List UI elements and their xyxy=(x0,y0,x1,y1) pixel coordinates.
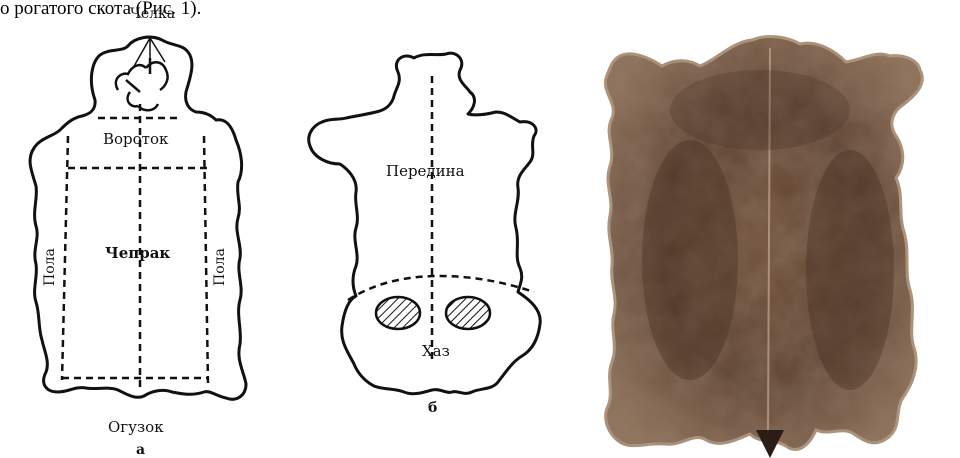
label-peredina: Передина xyxy=(386,162,465,180)
label-pola-right: Пола xyxy=(212,248,228,286)
label-chaprak: Чепрак xyxy=(105,244,170,262)
label-oguzok: Огузок xyxy=(108,418,164,436)
label-chelka: Челка xyxy=(130,6,175,22)
hide-photo xyxy=(605,37,922,458)
diagram-a: Челка Вороток Чепрак Пола Пола Огузок а xyxy=(30,6,246,458)
sublabel-b: б xyxy=(428,400,437,416)
sublabel-a: а xyxy=(136,442,145,458)
label-pola-left: Пола xyxy=(42,248,58,286)
label-vorotok: Вороток xyxy=(103,130,169,148)
hide-shade-right xyxy=(806,150,894,390)
diagram-b: Передина Хаз б xyxy=(309,53,540,416)
hatched-oval-left xyxy=(376,297,420,329)
khaz-dash xyxy=(348,276,534,300)
pola-right-dash xyxy=(204,136,208,384)
chelka-lines xyxy=(116,58,168,110)
pola-left-dash xyxy=(62,136,68,380)
hide-shade-left xyxy=(642,140,738,380)
hide-shade-top xyxy=(670,70,850,150)
hatched-oval-right xyxy=(446,297,490,329)
label-khaz: Хаз xyxy=(422,342,450,360)
